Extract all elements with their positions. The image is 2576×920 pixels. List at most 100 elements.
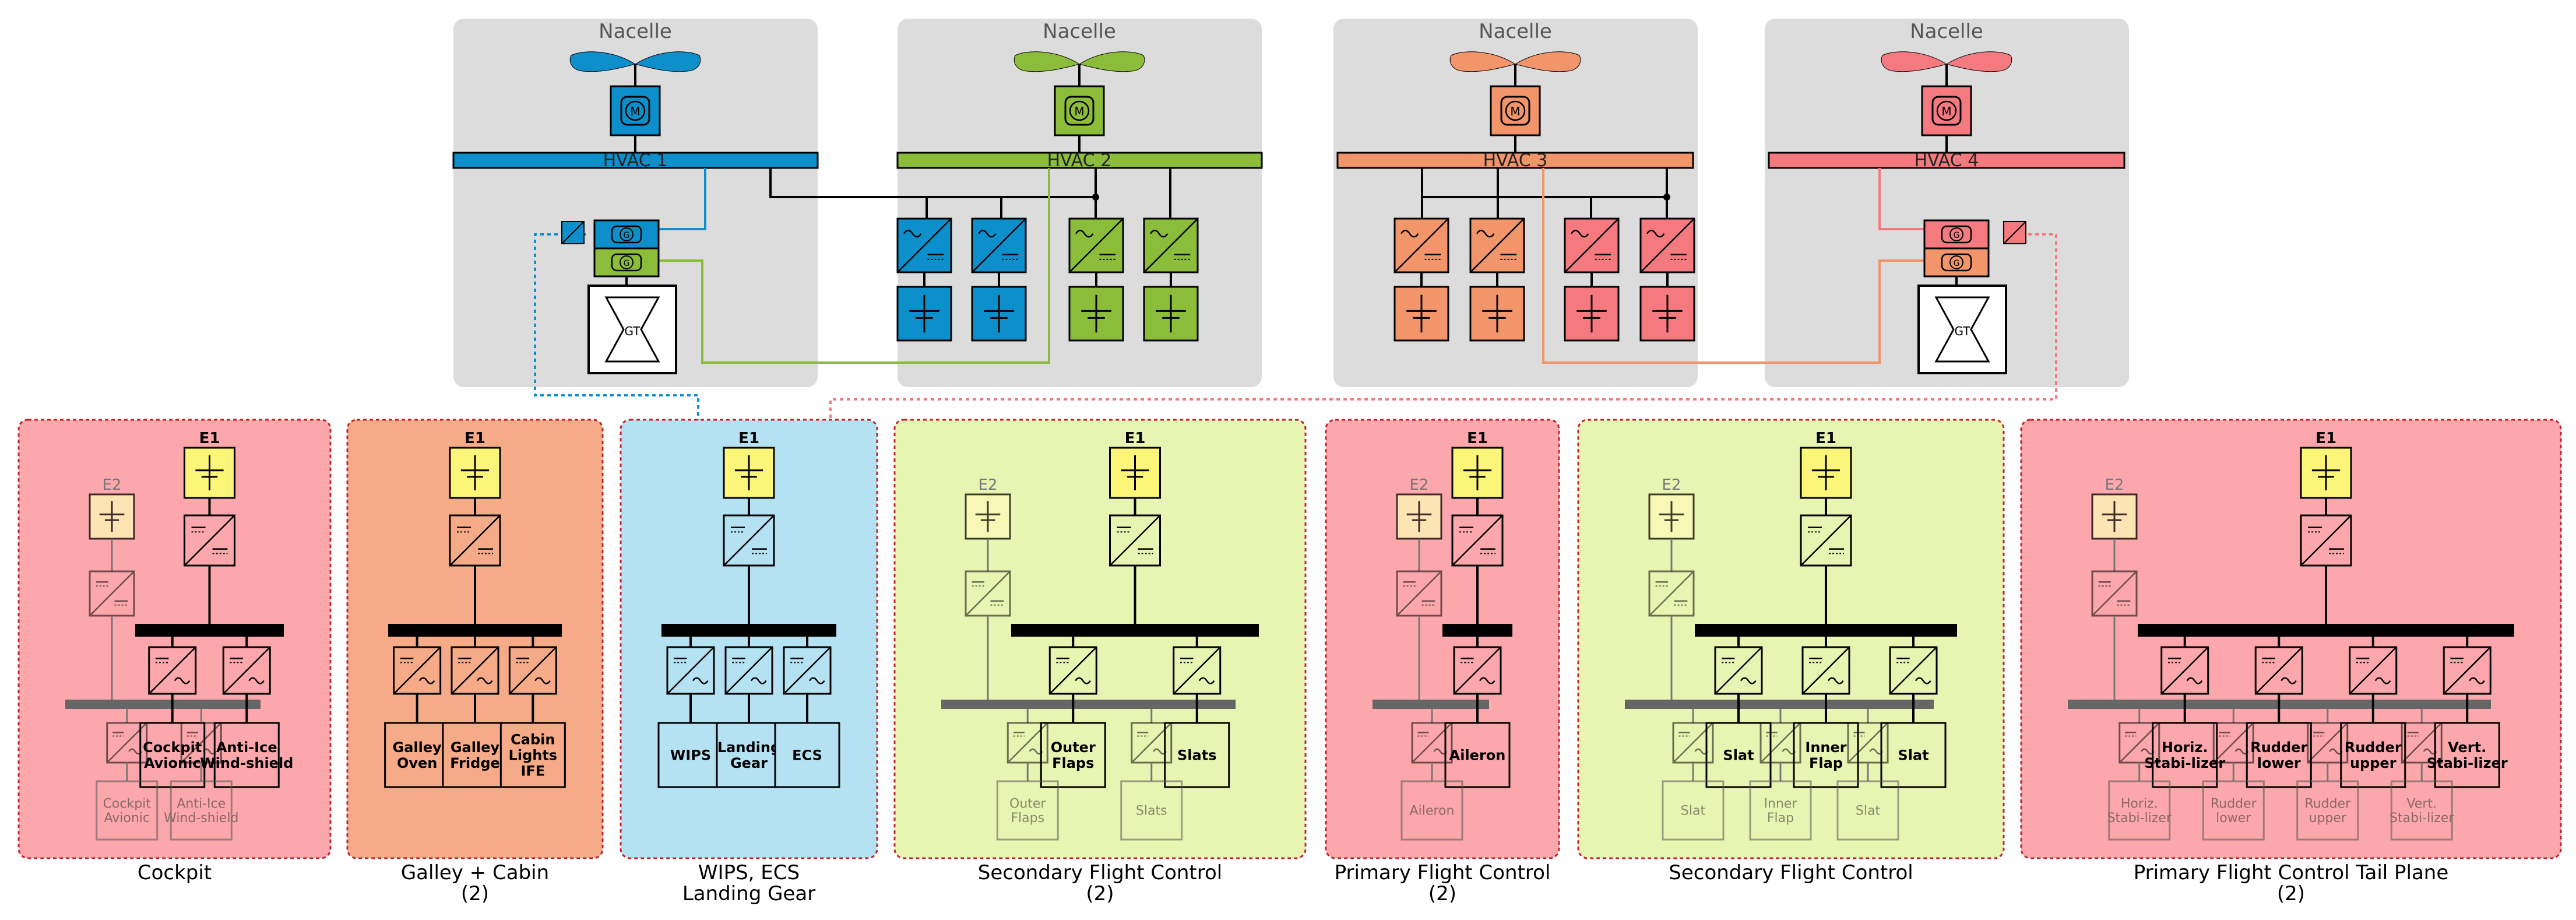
zone-subtitle: Landing Gear (682, 882, 815, 905)
dc-bus (661, 624, 836, 637)
dc-bus (1695, 624, 1957, 637)
hvac-bus-2: HVAC 2 (896, 150, 1263, 171)
turbine-icon (1934, 296, 1990, 363)
load-label: Landing (717, 739, 780, 756)
load-box (139, 722, 206, 788)
nacelle-4-label: Nacelle (1910, 20, 1983, 43)
dcac-converter-icon (393, 646, 442, 695)
load-box (442, 722, 508, 788)
load-box (1164, 722, 1230, 788)
load-label: Vert. (2406, 796, 2437, 811)
generator-icon (1949, 255, 1963, 269)
load-label: Rudder (2250, 739, 2307, 756)
label: G (1954, 231, 1960, 240)
backup-load: Slat (1836, 780, 1899, 841)
zone-title: Galley + Cabin (401, 861, 549, 884)
load-label: Slats (1136, 804, 1167, 819)
zone-title: Primary Flight Control (1335, 861, 1551, 884)
load-label: Galley (393, 739, 442, 756)
load-label: lower (2257, 755, 2301, 771)
battery-icon (1469, 286, 1525, 342)
load-label: Stabi-lizer (2390, 811, 2454, 826)
backup-load: Slat (1662, 780, 1725, 841)
storage-label-e2: E2 (103, 476, 122, 494)
dc-bus (1011, 624, 1259, 637)
storage-label-e1: E1 (1815, 430, 1836, 447)
load: Vert.Stabi-lizer (2427, 722, 2508, 788)
storage-e1-icon (1109, 447, 1161, 499)
dcac-converter-icon (2254, 646, 2303, 695)
battery-icon (1143, 286, 1199, 342)
dcdc-converter-icon (1109, 514, 1161, 567)
dcac-converter-icon (148, 646, 197, 695)
load-box (2390, 780, 2453, 841)
load-box (1120, 780, 1183, 841)
load-label: lower (2216, 811, 2251, 826)
storage-e1-icon (449, 447, 501, 499)
hvac-bus-1: HVAC 1 (452, 150, 819, 171)
load-label: Inner (1805, 739, 1846, 756)
load-label: upper (2309, 811, 2347, 826)
battery-icon (896, 286, 952, 342)
hvac-bus-1-label: HVAC 1 (603, 150, 668, 171)
load-label: Horiz. (2121, 796, 2158, 811)
nacelle-4-motor-group: M (1881, 51, 2012, 153)
battery-icon (971, 286, 1027, 342)
load-label: Rudder (2304, 796, 2351, 811)
battery-icon (1564, 286, 1620, 342)
battery-icon (1068, 286, 1124, 342)
load-label: Rudder (2211, 796, 2257, 811)
storage-label-e1: E1 (1467, 430, 1488, 447)
converter-battery-pair-1-1 (896, 217, 952, 342)
storage-label-e2: E2 (1662, 476, 1681, 494)
load-label: Aileron (1449, 747, 1506, 763)
acdc-converter-icon (971, 217, 1027, 273)
load-label: Gear (730, 755, 768, 771)
load-box (657, 722, 724, 788)
label: M (1941, 104, 1951, 118)
converter-battery-pair-3-2 (1469, 217, 1525, 342)
battery-icon (1393, 286, 1449, 342)
zone-cockpit: CockpitE1E2CockpitAvionicAnti-IceWind-sh… (17, 419, 332, 884)
motor-icon (625, 100, 646, 121)
motor-icon (1936, 100, 1957, 121)
zone-panel (17, 419, 332, 859)
acdc-converter-icon (1639, 217, 1695, 273)
propeller-icon (1881, 51, 1948, 72)
load-label: Aileron (1410, 804, 1455, 819)
dcac-converter-icon (451, 646, 499, 695)
acdc-converter-icon (1393, 217, 1449, 273)
zone-galley: Galley + Cabin(2)E1GalleyOvenGalleyFridg… (346, 419, 604, 905)
nacelle-1-label: Nacelle (599, 20, 672, 43)
acdc-converter-icon (1564, 217, 1620, 273)
label: GT (624, 324, 641, 338)
load-label: Flap (1809, 755, 1843, 771)
propeller-icon (1013, 51, 1081, 72)
label: G (624, 231, 630, 240)
propeller-icon (1514, 51, 1581, 72)
load-label: Fridge (450, 755, 500, 771)
zone-pfc: Primary Flight Control(2)E1E2AileronAile… (1325, 419, 1560, 905)
dcac-converter-icon (783, 646, 832, 695)
backup-load: Horiz.Stabi-lizer (2107, 780, 2172, 841)
load-label: IFE (520, 763, 545, 779)
load-label: Anti-Ice (216, 739, 277, 756)
propeller-icon (1449, 51, 1516, 72)
dcac-converter-icon (1714, 646, 1763, 695)
generator-icon (620, 255, 634, 269)
load-box (1880, 722, 1947, 788)
backup-load: Aileron (1400, 780, 1463, 841)
dc-bus (135, 624, 284, 637)
dcac-converter-icon (508, 646, 557, 695)
converter-battery-pair-4-1 (1564, 217, 1620, 342)
hvac-bus-3: HVAC 3 (1336, 150, 1694, 171)
acdc-converter-icon (1143, 217, 1199, 273)
